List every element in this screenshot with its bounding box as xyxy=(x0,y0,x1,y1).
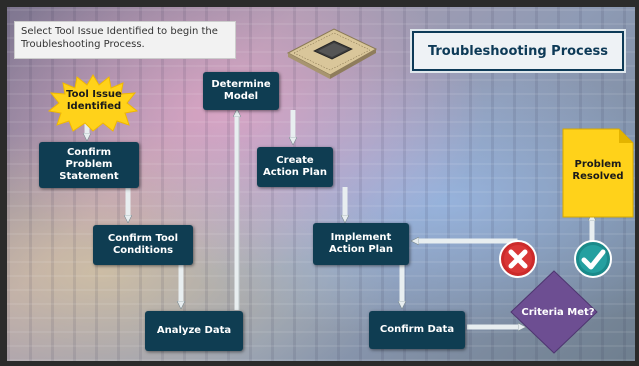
page-title: Troubleshooting Process xyxy=(412,31,624,71)
criteria-diamond[interactable] xyxy=(509,269,599,355)
microchip-icon xyxy=(286,28,378,79)
confirm-problem-step[interactable]: Confirm Problem Statement xyxy=(39,142,139,188)
problem-resolved-label[interactable]: Problem Resolved xyxy=(572,159,624,182)
x-icon[interactable] xyxy=(498,239,538,279)
start-label[interactable]: Tool Issue Identified xyxy=(66,89,122,112)
create-action-plan-step[interactable]: Create Action Plan xyxy=(257,147,333,187)
determine-model-step[interactable]: Determine Model xyxy=(203,72,279,110)
implement-action-plan-label: Implement Action Plan xyxy=(329,232,393,255)
stage: Select Tool Issue Identified to begin th… xyxy=(7,7,635,361)
criteria-label[interactable]: Criteria Met? xyxy=(521,307,595,318)
analyze-data-step[interactable]: Analyze Data xyxy=(145,311,243,351)
confirm-tool-label: Confirm Tool Conditions xyxy=(107,233,179,256)
confirm-problem-label: Confirm Problem Statement xyxy=(59,147,119,182)
check-icon[interactable] xyxy=(573,239,613,279)
analyze-data-label: Analyze Data xyxy=(156,325,232,336)
implement-action-plan-step[interactable]: Implement Action Plan xyxy=(313,223,409,265)
determine-model-label: Determine Model xyxy=(211,79,271,102)
create-action-plan-label: Create Action Plan xyxy=(263,155,327,178)
confirm-data-label: Confirm Data xyxy=(379,324,455,335)
confirm-tool-step[interactable]: Confirm Tool Conditions xyxy=(93,225,193,265)
instruction-panel: Select Tool Issue Identified to begin th… xyxy=(14,21,236,59)
start-burst-icon[interactable] xyxy=(45,73,141,133)
confirm-data-step[interactable]: Confirm Data xyxy=(369,311,465,349)
problem-resolved-note[interactable] xyxy=(561,127,635,219)
